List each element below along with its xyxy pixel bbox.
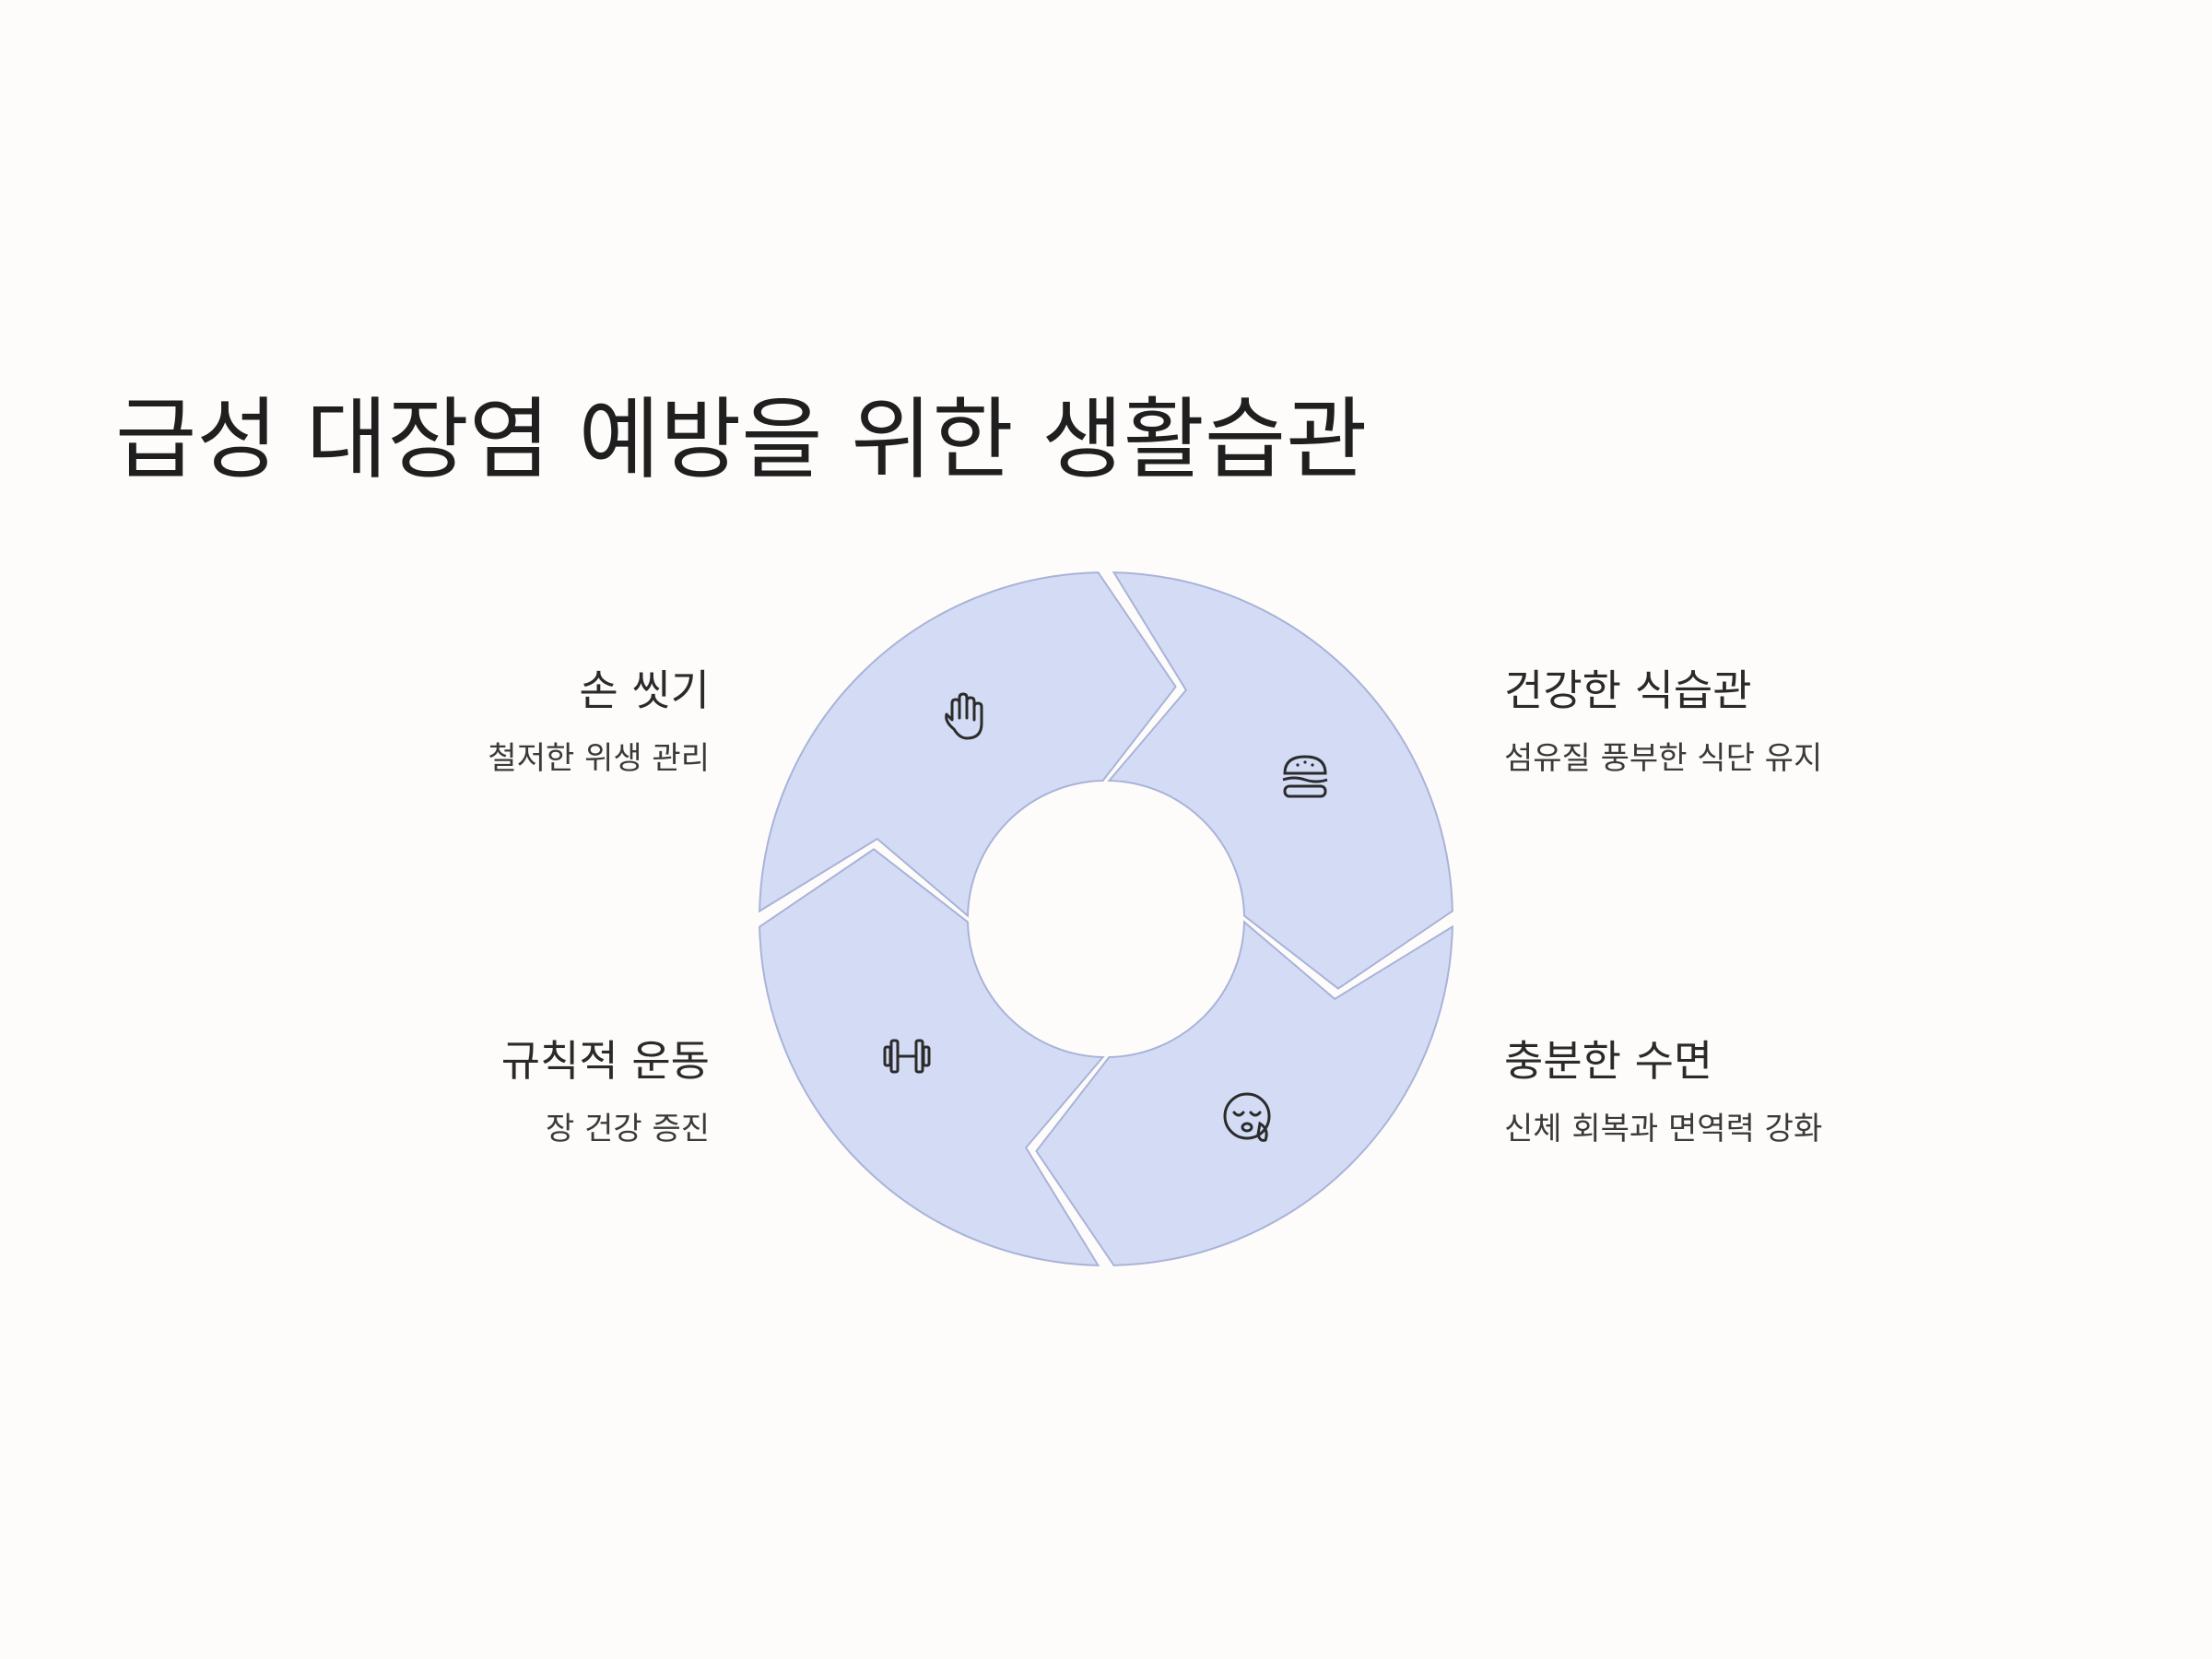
label-bottom-left: 규칙적 운동 장 건강 증진 — [501, 1036, 710, 1148]
segment-top-right — [1107, 571, 1453, 990]
page-title: 급성 대장염 예방을 위한 생활습관 — [115, 388, 1368, 491]
burger-icon — [1282, 755, 1328, 798]
segment-description: 장 건강 증진 — [545, 1111, 710, 1148]
segment-heading: 충분한 수면 — [1504, 1036, 1713, 1086]
segment-description: 철저한 위생 관리 — [488, 740, 710, 778]
segment-heading: 손 씻기 — [579, 665, 710, 715]
segment-top-left — [759, 571, 1177, 918]
label-bottom-right: 충분한 수면 신체 회복과 면역력 강화 — [1504, 1036, 1822, 1148]
segment-description: 신체 회복과 면역력 강화 — [1504, 1111, 1823, 1148]
segment-bottom-left — [759, 848, 1105, 1266]
segment-heading: 규칙적 운동 — [500, 1036, 710, 1086]
label-top-right: 건강한 식습관 섬유질 풍부한 식단 유지 — [1504, 665, 1822, 778]
segment-description: 섬유질 풍부한 식단 유지 — [1504, 740, 1823, 778]
segment-heading: 건강한 식습관 — [1504, 665, 1752, 715]
sleep-icon — [1223, 1092, 1271, 1142]
dumbbell-icon — [883, 1039, 931, 1074]
hand-icon — [945, 692, 983, 740]
label-top-left: 손 씻기 철저한 위생 관리 — [488, 665, 710, 778]
